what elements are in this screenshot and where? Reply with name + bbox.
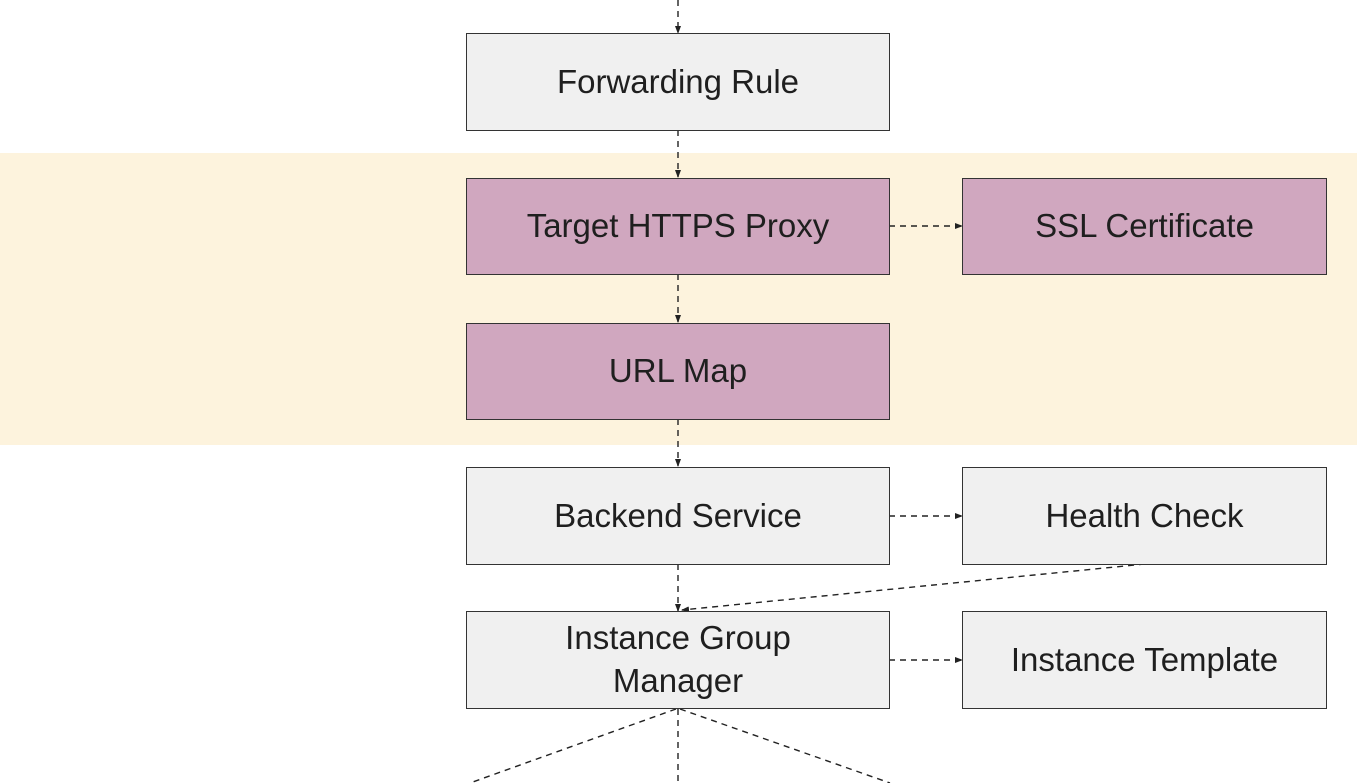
forwarding-rule-node: Forwarding Rule — [466, 33, 890, 131]
health-check-label: Health Check — [1045, 496, 1244, 534]
target-https-proxy-node: Target HTTPS Proxy — [466, 178, 890, 275]
ssl-certificate-label: SSL Certificate — [1035, 207, 1254, 245]
forwarding-rule-label: Forwarding Rule — [556, 62, 800, 100]
url-map-node: URL Map — [466, 323, 890, 420]
instance-template-node: Instance Template — [962, 611, 1327, 709]
edge-health-check-to-instance-group-manager — [681, 563, 1146, 613]
backend-service-node: Backend Service — [466, 467, 890, 565]
edge-instance-group-manager-outgoing-right — [679, 708, 891, 783]
backend-service-label: Backend Service — [554, 496, 802, 534]
ssl-certificate-node: SSL Certificate — [962, 178, 1327, 275]
target-https-proxy-label: Target HTTPS Proxy — [526, 207, 830, 245]
edge-instance-group-manager-outgoing-left — [469, 708, 677, 783]
instance-group-manager-node: Instance Group Manager — [466, 611, 890, 709]
url-map-label: URL Map — [608, 352, 748, 390]
instance-group-manager-label: Instance Group Manager — [565, 619, 791, 699]
health-check-node: Health Check — [962, 467, 1327, 565]
instance-template-label: Instance Template — [1010, 640, 1279, 678]
